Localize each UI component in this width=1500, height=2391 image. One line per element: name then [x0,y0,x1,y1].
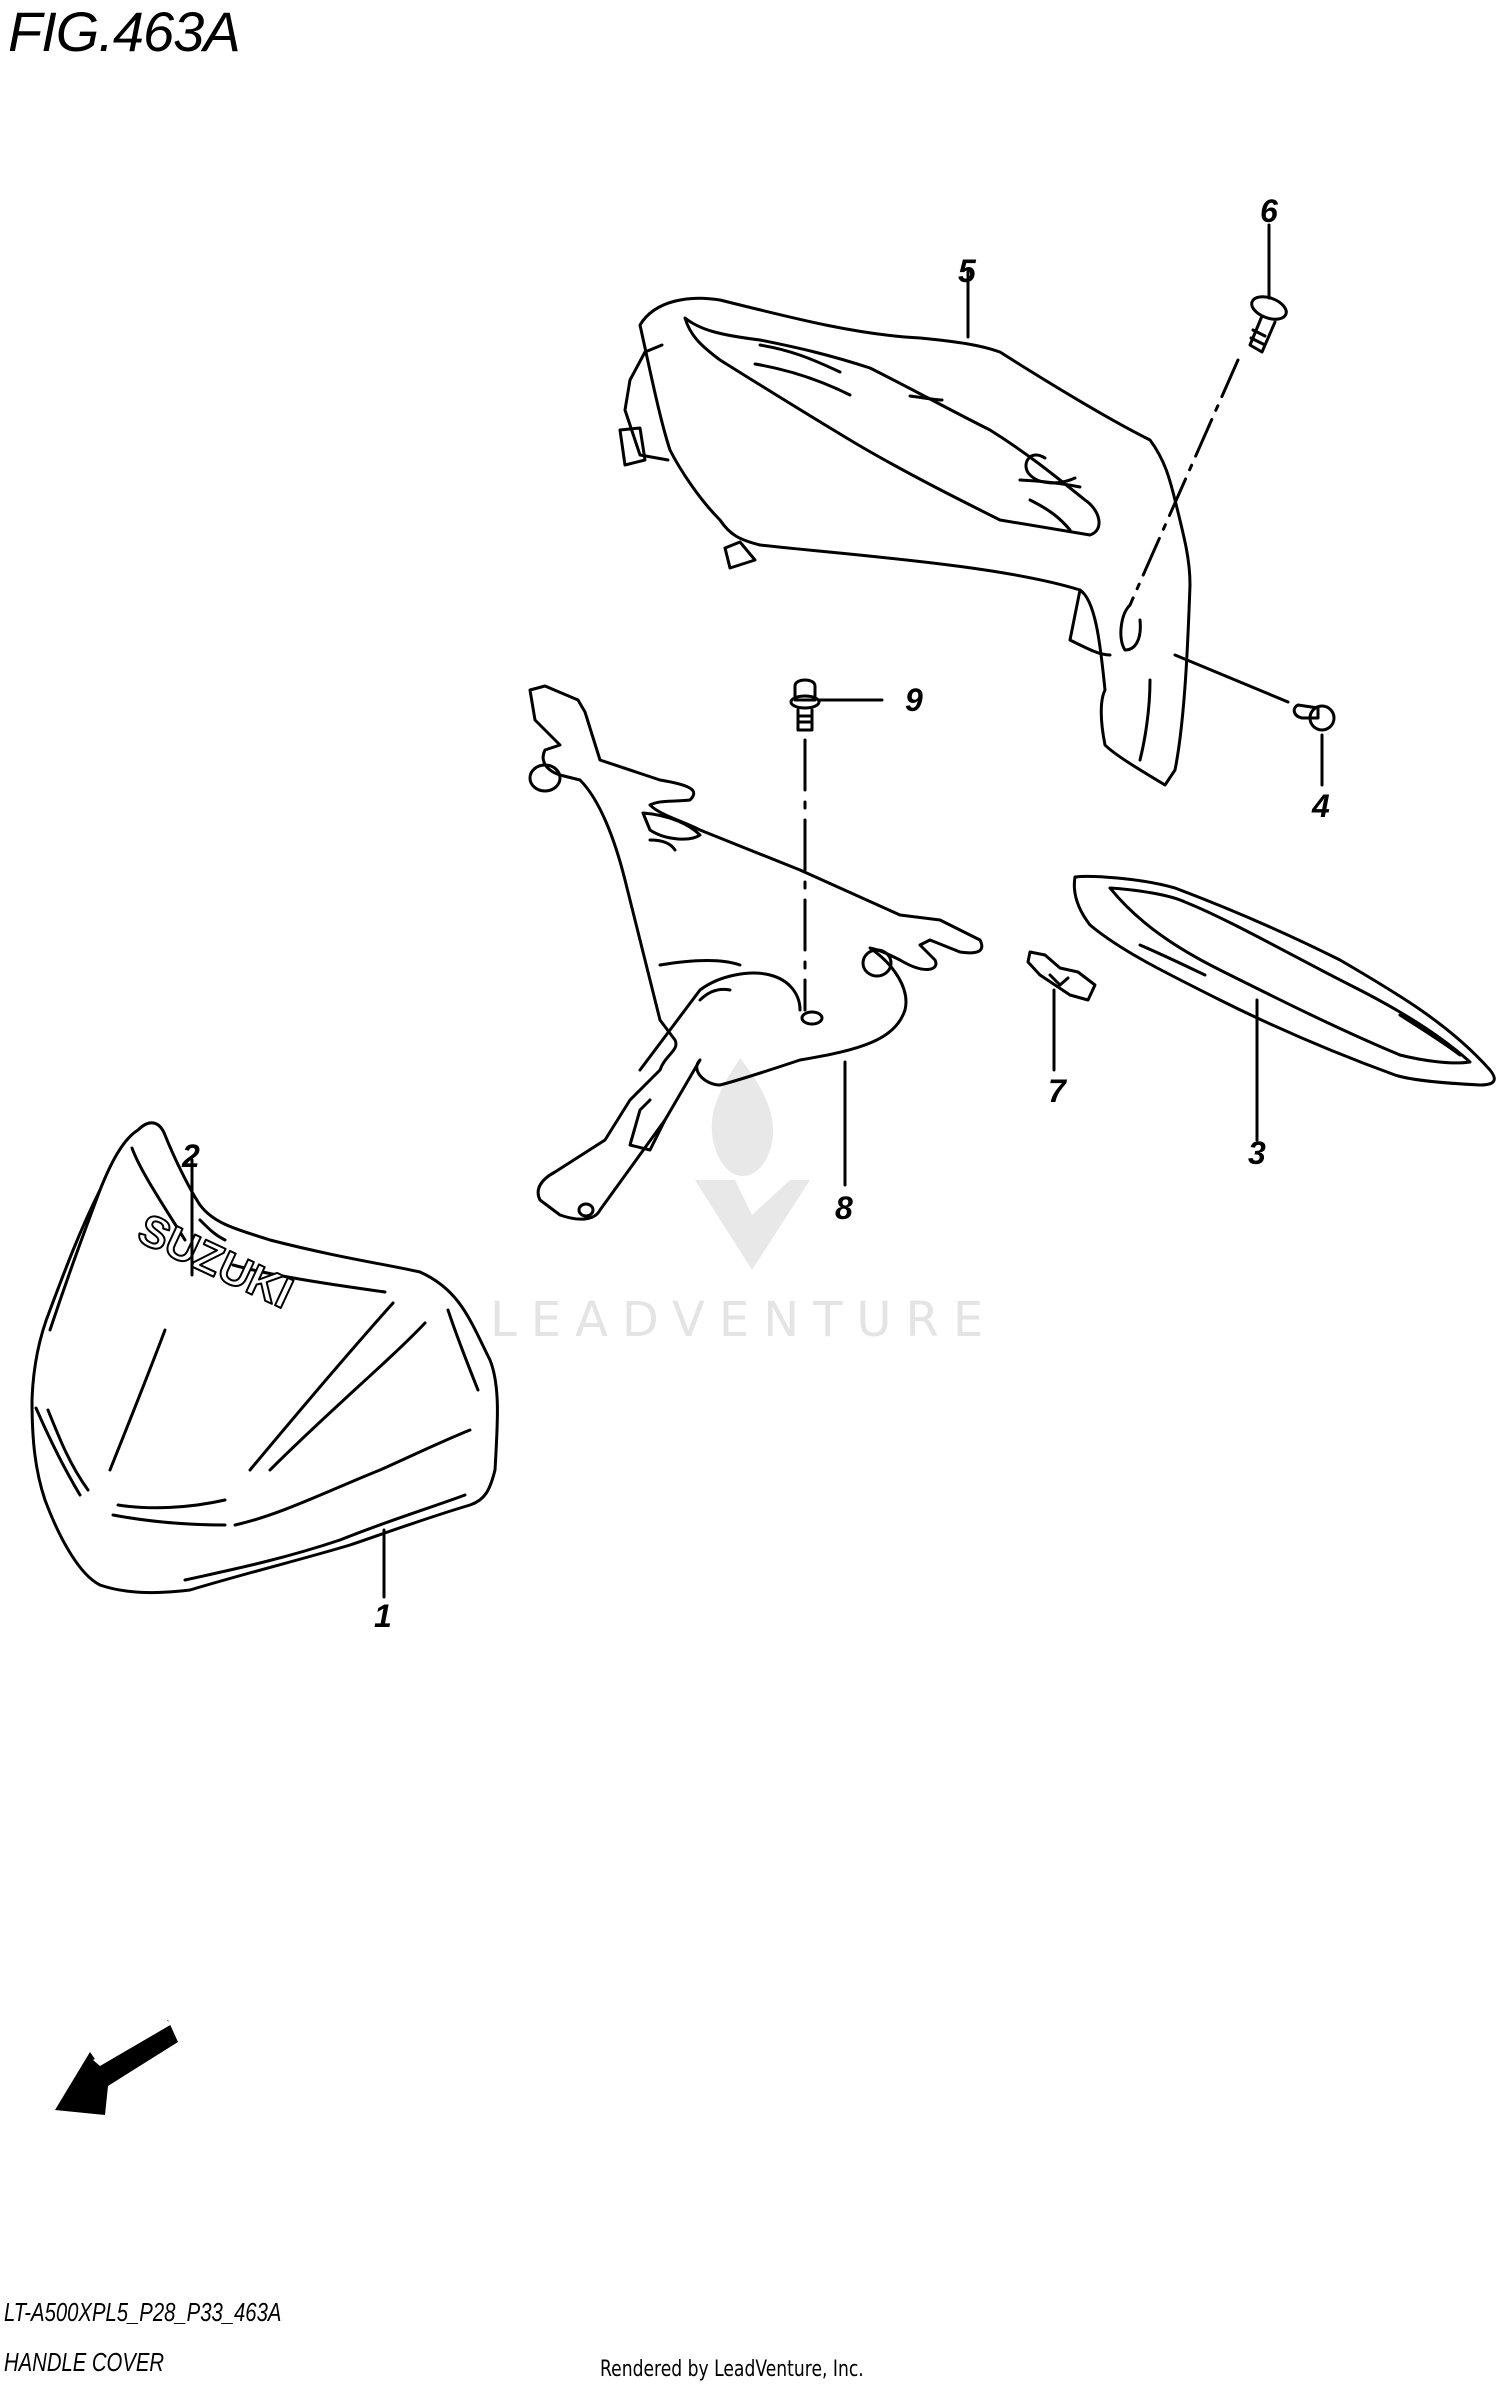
callout-2: 2 [182,1138,200,1174]
watermark-text: LEADVENTURE [490,1292,998,1348]
part-7-nut-clip [1026,950,1097,1002]
callout-3: 3 [1248,1135,1266,1171]
part-5-rear-cover [618,296,1192,787]
part-4-clip [1292,703,1336,732]
part-1-front-cover [30,1121,499,1594]
callout-9: 9 [905,682,923,718]
assembly-line-6 [1128,358,1240,607]
callout-4: 4 [1312,788,1330,824]
callout-1: 1 [374,1598,392,1634]
fwd-arrow-icon [55,2019,178,2115]
model-code: LT-A500XPL5_P28_P33_463A [4,2297,282,2327]
figure-title: FIG.463A [8,0,241,63]
callout-5: 5 [958,253,976,289]
callout-7: 7 [1048,1073,1066,1109]
part-8-bracket [528,684,984,1221]
callout-6: 6 [1260,193,1278,229]
svg-text:SUZUKI: SUZUKI [131,1205,300,1319]
watermark-logo [695,1058,810,1270]
section-name: HANDLE COVER [4,2347,165,2377]
leader-line-4-assembly [1173,653,1290,704]
part-2-emblem: SUZUKI [130,1204,301,1320]
part-9-bolt [789,678,821,732]
callout-8: 8 [835,1190,853,1226]
render-credit: Rendered by LeadVenture, Inc. [600,2357,864,2382]
part-3-trim [1072,874,1496,1087]
part-6-screw [1248,295,1288,354]
